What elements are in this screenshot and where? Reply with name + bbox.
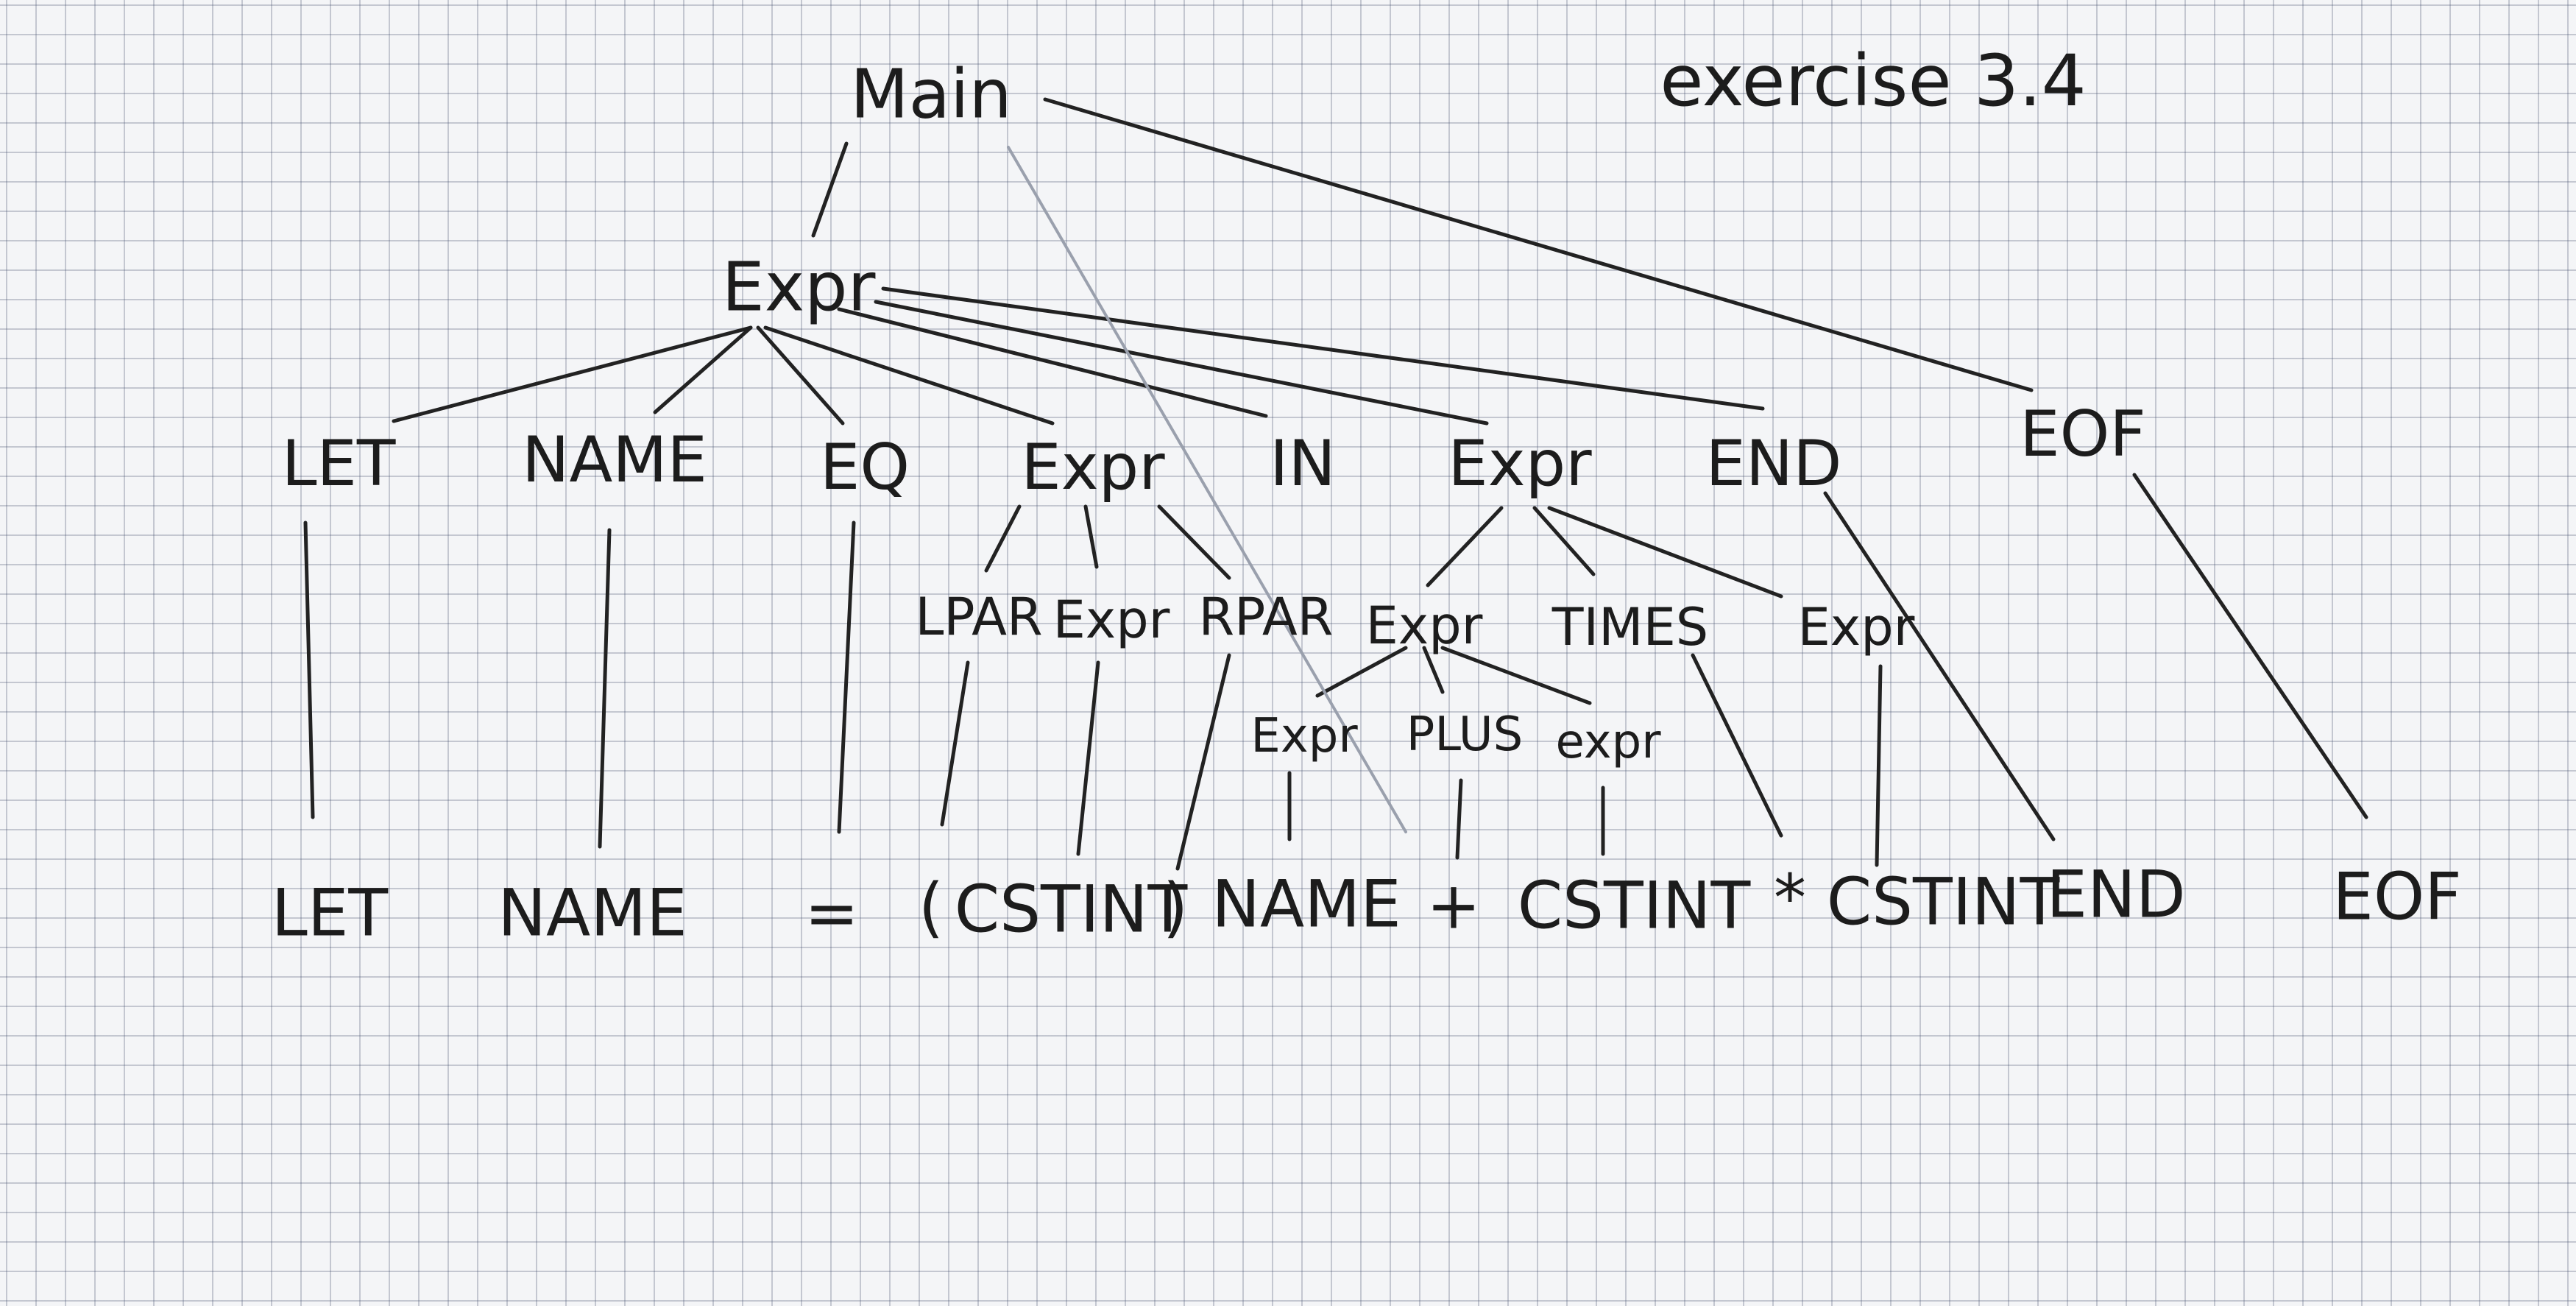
node-lpar: LPAR (915, 587, 1042, 647)
edge-expr-exprlet (763, 325, 1055, 426)
token-let: LET (272, 875, 389, 951)
edge-let-token (303, 520, 315, 819)
tree-labels: exercise 3.4 Main Expr LET NAME EQ Expr … (272, 40, 2462, 951)
token-plus: + (1426, 868, 1481, 944)
edge-exprleft-plus (1422, 646, 1445, 694)
edge-expr-end (881, 286, 1765, 411)
token-name: NAME (498, 875, 687, 951)
node-end: END (1706, 427, 1842, 501)
node-expr-left: Expr (1366, 596, 1483, 656)
tree-edges (303, 97, 2368, 871)
token-eq: = (804, 875, 859, 951)
token-cstint-3: CSTINT (1827, 864, 2061, 940)
edge-main-eof (1043, 97, 2034, 392)
edge-exprleft-exprcst (1440, 646, 1592, 705)
edge-expr-in (837, 307, 1268, 418)
node-expr-body: Expr (1448, 427, 1592, 501)
node-eq: EQ (820, 431, 910, 504)
edge-expr-eq (756, 325, 845, 426)
node-expr-name: Expr (1250, 709, 1358, 763)
edge-exprbody-times (1532, 506, 1596, 576)
edge-eq-token (837, 520, 856, 834)
node-name: NAME (522, 423, 707, 497)
node-plus: PLUS (1406, 707, 1524, 762)
edge-expr-let (392, 325, 753, 423)
node-eof: EOF (2020, 398, 2146, 471)
edge-expr-exprbody (874, 300, 1489, 426)
node-expr-right: Expr (1798, 597, 1915, 657)
edge-end-token (1823, 491, 2056, 841)
node-times: TIMES (1551, 597, 1708, 657)
node-expr-cst: expr (1555, 715, 1661, 769)
node-in: IN (1270, 427, 1336, 501)
node-expr-paren: Expr (1053, 590, 1170, 650)
token-eof: EOF (2332, 859, 2461, 935)
token-name-2: NAME (1211, 866, 1401, 942)
edge-times-token (1691, 653, 1783, 838)
edge-exprbody-exprright (1547, 506, 1783, 599)
edge-main-expr (811, 141, 849, 238)
edge-exprright-token (1875, 664, 1883, 867)
edge-eof-token (2132, 473, 2368, 819)
edge-exprbody-exprleft (1426, 506, 1504, 587)
edge-exprlet-lpar (984, 504, 1022, 573)
edge-exprleft-exprname (1315, 646, 1408, 698)
node-expr-let: Expr (1021, 431, 1165, 504)
edge-exprparen-token (1076, 660, 1100, 856)
token-cstint-1: CSTINT (955, 872, 1189, 947)
node-expr-root: Expr (722, 248, 876, 327)
edge-name-token (598, 528, 612, 849)
edge-exprlet-rpar (1157, 504, 1231, 580)
token-end: END (2046, 857, 2185, 933)
edge-lpar-token (940, 660, 970, 827)
token-times: * (1774, 861, 1806, 936)
edge-exprlet-exprparen (1083, 504, 1099, 569)
edge-rpar-token (1175, 653, 1231, 871)
token-rpar: ) (1163, 869, 1188, 945)
edge-plus-token (1455, 778, 1463, 860)
token-lpar: ( (919, 869, 944, 945)
faint-stroke (1007, 146, 1407, 833)
edge-expr-name (653, 325, 753, 414)
node-main: Main (850, 55, 1012, 134)
node-let: LET (282, 427, 396, 501)
token-cstint-2: CSTINT (1518, 868, 1752, 944)
exercise-title: exercise 3.4 (1660, 40, 2086, 122)
node-rpar: RPAR (1199, 587, 1334, 647)
